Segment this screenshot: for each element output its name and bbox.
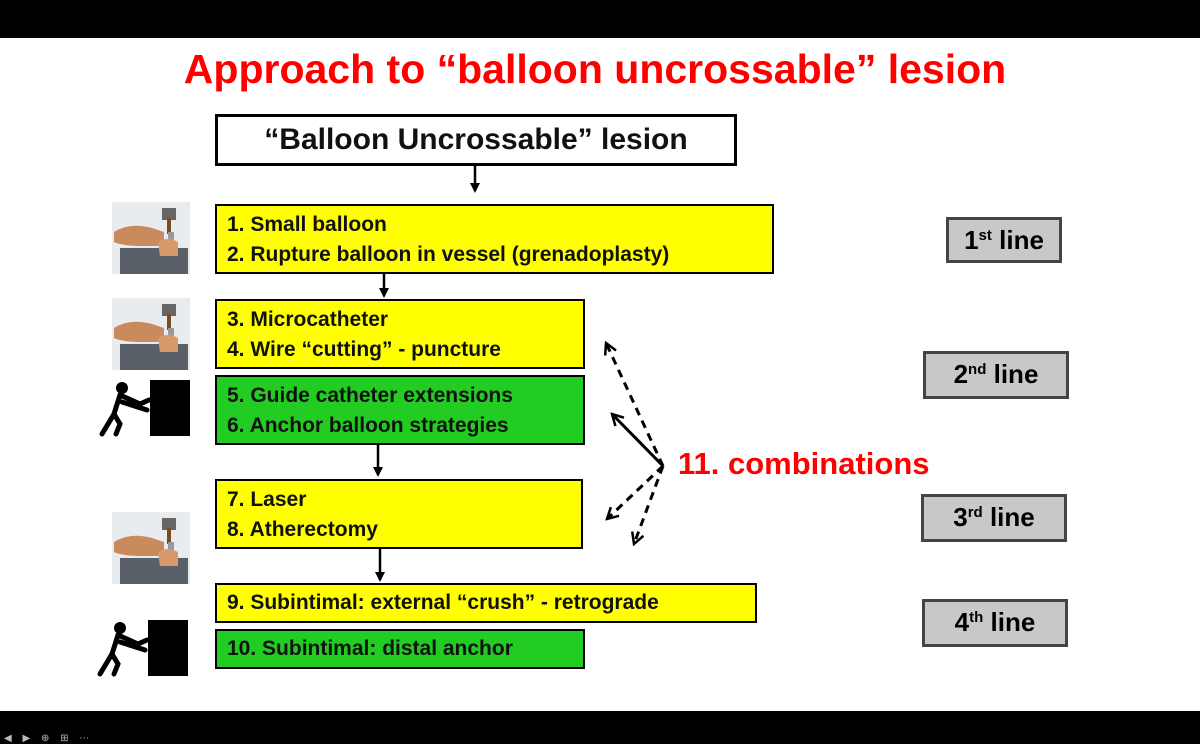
line-label-3: 3rd line (921, 494, 1067, 542)
line-4-word: line (990, 607, 1036, 637)
combo-arrow-up-far (606, 343, 665, 467)
line-2-number: 2 (953, 359, 969, 389)
line-2-suffix: nd (968, 361, 987, 378)
line-2-word: line (993, 359, 1039, 389)
step-6: 6. Anchor balloon strategies (227, 414, 509, 437)
line-label-1: 1st line (946, 217, 1062, 263)
combination-arrows (606, 343, 665, 544)
step-1: 1. Small balloon (227, 213, 387, 236)
line-label-2: 2nd line (923, 351, 1069, 399)
step-7: 7. Laser (227, 488, 307, 511)
pushing-person-icon (99, 380, 190, 437)
combo-arrow-down (607, 464, 665, 519)
step-3: 3. Microcatheter (227, 308, 389, 331)
step-box-10: 10. Subintimal: distal anchor (215, 629, 585, 669)
start-box: “Balloon Uncrossable” lesion (215, 114, 737, 166)
hammer-chisel-icon (112, 202, 190, 274)
step-8: 8. Atherectomy (227, 518, 378, 541)
step-5: 5. Guide catheter extensions (227, 384, 513, 407)
step-box-7-8: 7. Laser 8. Atherectomy (215, 479, 583, 549)
hammer-chisel-icon (112, 298, 190, 370)
step-box-5-6: 5. Guide catheter extensions 6. Anchor b… (215, 375, 585, 445)
step-2: 2. Rupture balloon in vessel (grenadopla… (227, 243, 670, 266)
slide: Approach to “balloon uncrossable” lesion… (0, 38, 1200, 744)
step-10: 10. Subintimal: distal anchor (227, 637, 513, 660)
line-4-number: 4 (954, 607, 970, 637)
combo-arrow-up (612, 414, 665, 468)
line-3-word: line (989, 502, 1035, 532)
line-1-suffix: st (978, 227, 992, 244)
step-box-9: 9. Subintimal: external “crush” - retrog… (215, 583, 757, 623)
line-3-number: 3 (953, 502, 968, 532)
step-9: 9. Subintimal: external “crush” - retrog… (227, 591, 659, 614)
line-1-number: 1 (964, 225, 979, 255)
vertical-flow-arrows (373, 166, 480, 582)
step-4: 4. Wire “cutting” - puncture (227, 338, 501, 361)
pushing-person-icon (97, 620, 188, 677)
hammer-chisel-icon (112, 512, 190, 584)
slide-title: Approach to “balloon uncrossable” lesion (183, 46, 1007, 92)
line-3-suffix: rd (967, 504, 983, 521)
step-box-1-2: 1. Small balloon 2. Rupture balloon in v… (215, 204, 774, 274)
flow-arrows (373, 166, 665, 582)
combinations-label: 11. combinations (678, 446, 930, 481)
presentation-controls[interactable]: ◀ ▶ ⊕ ⊞ ⋯ (4, 733, 94, 744)
line-4-suffix: th (969, 609, 984, 626)
line-1-word: line (999, 225, 1044, 255)
step-box-3-4: 3. Microcatheter 4. Wire “cutting” - pun… (215, 299, 585, 369)
line-label-4: 4th line (922, 599, 1068, 647)
